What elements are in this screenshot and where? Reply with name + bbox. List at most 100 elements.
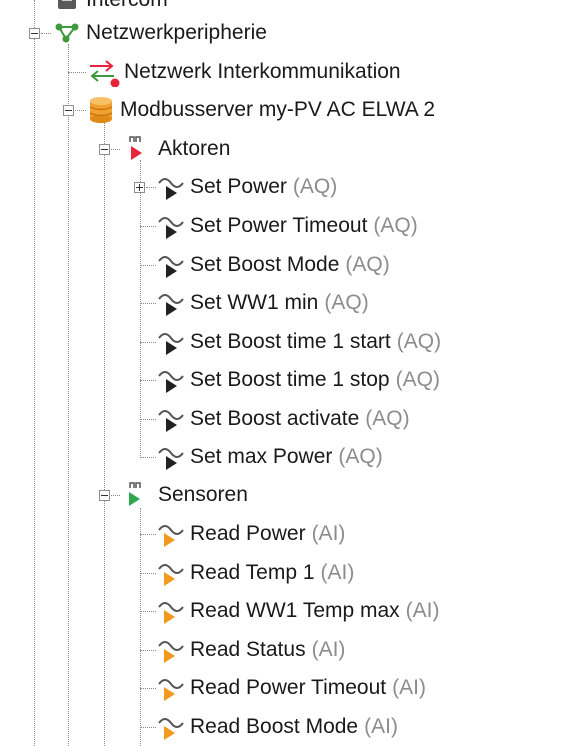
io-type-tag: (AI) bbox=[311, 638, 346, 661]
tree-item-label: Intercom bbox=[86, 0, 168, 12]
tree-item-label: Modbusserver my-PV AC ELWA 2 bbox=[120, 98, 436, 121]
database-icon bbox=[86, 95, 116, 125]
io-type-tag: (AQ) bbox=[365, 407, 410, 430]
io-type-tag: (AI) bbox=[405, 599, 440, 622]
io-type-tag: (AQ) bbox=[338, 445, 383, 468]
analog-output-icon bbox=[156, 172, 186, 202]
tree-connector bbox=[41, 33, 51, 34]
tree-item-sensor[interactable]: Read Power (AI) bbox=[156, 515, 345, 553]
tree-connector bbox=[140, 419, 156, 420]
analog-output-icon bbox=[156, 327, 186, 357]
tree-item-label: Sensoren bbox=[158, 483, 248, 506]
tree-item-label: Netzwerk Interkommunikation bbox=[124, 60, 401, 83]
tree-item-actor[interactable]: Set Boost activate (AQ) bbox=[156, 400, 410, 438]
io-type-tag: (AQ) bbox=[373, 214, 418, 237]
tree-item-label: Read WW1 Temp max bbox=[190, 599, 400, 622]
io-type-tag: (AI) bbox=[311, 522, 346, 545]
tree-item-actor[interactable]: Set max Power (AQ) bbox=[156, 438, 383, 476]
tree-connector bbox=[140, 611, 156, 612]
tree-item-label: Netzwerkperipherie bbox=[86, 21, 267, 44]
tree-connector bbox=[140, 534, 156, 535]
analog-input-icon bbox=[156, 673, 186, 703]
sensor-group-icon bbox=[120, 480, 154, 510]
tree-item-sensor[interactable]: Read WW1 Temp max (AI) bbox=[156, 592, 440, 630]
tree-connector bbox=[68, 72, 86, 73]
tree-item-actor[interactable]: Set Power Timeout (AQ) bbox=[156, 207, 418, 245]
io-type-tag: (AQ) bbox=[396, 330, 442, 353]
tree-item-intercommunication[interactable]: Netzwerk Interkommunikation bbox=[86, 53, 401, 91]
io-type-tag: (AQ) bbox=[345, 253, 390, 276]
io-type-tag: (AI) bbox=[320, 561, 355, 584]
tree-item-actor[interactable]: Set Boost time 1 stop (AQ) bbox=[156, 361, 440, 399]
tree-item-modbus-server[interactable]: Modbusserver my-PV AC ELWA 2 bbox=[86, 91, 435, 129]
tree-item-label: Set Boost activate bbox=[190, 407, 360, 430]
tree-guide-line bbox=[140, 160, 141, 458]
collapse-toggle[interactable] bbox=[63, 105, 74, 116]
tree-item-label: Set Boost time 1 stop bbox=[190, 368, 390, 391]
tree-item-label: Set max Power bbox=[190, 445, 333, 468]
io-type-tag: (AQ) bbox=[324, 291, 369, 314]
tree-item-sensors[interactable]: Sensoren bbox=[120, 476, 248, 514]
analog-output-icon bbox=[156, 250, 186, 280]
tree-item-label: Read Status bbox=[190, 638, 306, 661]
tree-item-label: Set Power Timeout bbox=[190, 214, 368, 237]
tree-connector bbox=[140, 303, 156, 304]
network-tree-icon bbox=[52, 18, 82, 48]
tree-item-actor[interactable]: Set Boost Mode (AQ) bbox=[156, 246, 390, 284]
tree-connector bbox=[75, 110, 86, 111]
tree-item-label: Set Boost Mode bbox=[190, 253, 340, 276]
tree-connector bbox=[140, 342, 156, 343]
analog-input-icon bbox=[156, 712, 186, 742]
tree-connector bbox=[140, 265, 156, 266]
tree-connector bbox=[111, 495, 120, 496]
tree-item-sensor[interactable]: Read Temp 1 (AI) bbox=[156, 554, 354, 592]
tree-item-label: Read Boost Mode bbox=[190, 715, 359, 738]
analog-input-icon bbox=[156, 596, 186, 626]
tree-connector bbox=[146, 187, 156, 188]
tree-connector bbox=[111, 149, 120, 150]
actuator-group-icon bbox=[120, 134, 154, 164]
tree-connector bbox=[140, 688, 156, 689]
analog-output-icon bbox=[156, 211, 186, 241]
io-type-tag: (AI) bbox=[364, 715, 398, 738]
tree-item-actor[interactable]: Set Power (AQ) bbox=[156, 168, 337, 206]
analog-output-icon bbox=[156, 288, 186, 318]
tree-connector bbox=[140, 727, 156, 728]
tree-connector bbox=[140, 573, 156, 574]
analog-output-icon bbox=[156, 404, 186, 434]
collapse-toggle[interactable] bbox=[29, 28, 40, 39]
tree-guide-line bbox=[34, 0, 35, 746]
tree-item-actors[interactable]: Aktoren bbox=[120, 130, 230, 168]
tree-item-actor[interactable]: Set Boost time 1 start (AQ) bbox=[156, 323, 441, 361]
collapse-toggle[interactable] bbox=[99, 490, 110, 501]
io-type-tag: (AI) bbox=[392, 676, 426, 699]
tree-connector bbox=[140, 380, 156, 381]
tree-item-actor[interactable]: Set WW1 min (AQ) bbox=[156, 284, 369, 322]
analog-output-icon bbox=[156, 365, 186, 395]
io-type-tag: (AQ) bbox=[292, 175, 338, 198]
exchange-arrows-icon bbox=[86, 57, 120, 87]
tree-item-label: Set WW1 min bbox=[190, 291, 319, 314]
tree-item-label: Read Temp 1 bbox=[190, 561, 315, 584]
tree-item-label: Set Power bbox=[190, 175, 287, 198]
analog-input-icon bbox=[156, 635, 186, 665]
expand-toggle[interactable] bbox=[134, 182, 145, 193]
tree-guide-line bbox=[140, 508, 141, 746]
tree-item-intercom-top[interactable]: Intercom bbox=[52, 0, 168, 19]
tree-connector bbox=[140, 650, 156, 651]
tree-connector bbox=[140, 457, 156, 458]
io-type-tag: (AQ) bbox=[395, 368, 440, 391]
device-icon bbox=[52, 0, 82, 15]
analog-output-icon bbox=[156, 442, 186, 472]
tree-item-sensor[interactable]: Read Status (AI) bbox=[156, 631, 345, 669]
analog-input-icon bbox=[156, 558, 186, 588]
tree-item-network[interactable]: Netzwerkperipherie bbox=[52, 14, 267, 52]
tree-guide-line bbox=[104, 122, 105, 746]
tree-item-label: Read Power Timeout bbox=[190, 676, 387, 699]
collapse-toggle[interactable] bbox=[99, 144, 110, 155]
tree-item-label: Aktoren bbox=[158, 137, 231, 160]
tree-item-sensor[interactable]: Read Power Timeout (AI) bbox=[156, 669, 426, 707]
tree-guide-line bbox=[68, 44, 69, 746]
tree-item-sensor[interactable]: Read Boost Mode (AI) bbox=[156, 708, 398, 746]
